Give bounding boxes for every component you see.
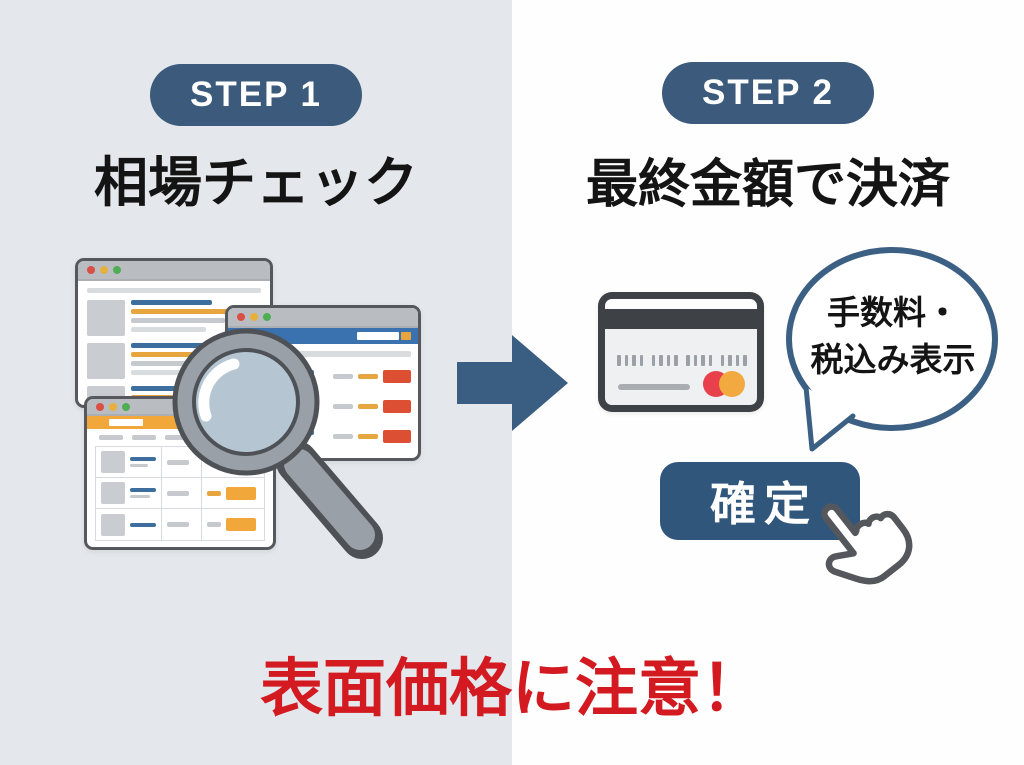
maximize-dot-icon bbox=[122, 402, 130, 411]
list-item bbox=[87, 343, 261, 379]
minimize-dot-icon bbox=[100, 266, 108, 274]
comparison-table bbox=[95, 446, 265, 541]
price-button-icon bbox=[226, 486, 256, 500]
step1-title: 相場チェック bbox=[94, 153, 418, 213]
search-box-icon bbox=[357, 332, 399, 340]
step2-title: 最終金額で決済 bbox=[585, 156, 950, 214]
table-row bbox=[96, 509, 264, 540]
hand-cursor-icon bbox=[821, 503, 913, 585]
price-button-icon bbox=[383, 399, 411, 413]
bubble-line-1: 手数料・ bbox=[827, 294, 959, 331]
step2-badge: STEP 2 bbox=[662, 62, 874, 124]
browser-window-icon bbox=[225, 305, 421, 461]
card-brand-logo-icon bbox=[703, 371, 745, 397]
arrow-right-icon bbox=[457, 335, 568, 431]
price-compare-illustration bbox=[60, 240, 460, 570]
card-number-ticks bbox=[617, 355, 747, 366]
table-row bbox=[96, 478, 264, 509]
card-top-strip bbox=[605, 299, 757, 309]
list-item bbox=[87, 300, 261, 336]
confirm-button-label: 確定 bbox=[710, 478, 818, 530]
bubble-line-2: 税込み表示 bbox=[810, 340, 976, 378]
maximize-dot-icon bbox=[113, 266, 121, 274]
maximize-dot-icon bbox=[263, 313, 271, 321]
window-titlebar bbox=[78, 261, 270, 281]
magnifier-icon bbox=[172, 328, 383, 559]
close-dot-icon bbox=[96, 402, 104, 411]
step1-badge-label: STEP 1 bbox=[190, 75, 322, 114]
card-signature-line bbox=[618, 384, 690, 390]
close-dot-icon bbox=[237, 313, 245, 321]
price-button-icon bbox=[383, 369, 411, 383]
search-box-icon bbox=[109, 419, 143, 426]
warning-text: 表面価格に注意！ bbox=[260, 654, 764, 724]
credit-card-icon bbox=[598, 292, 764, 412]
price-button-icon bbox=[383, 429, 411, 443]
window-titlebar bbox=[228, 308, 418, 328]
confirm-button[interactable]: 確定 bbox=[660, 462, 860, 540]
card-body bbox=[605, 329, 757, 405]
close-dot-icon bbox=[87, 266, 95, 274]
price-button-icon bbox=[226, 518, 256, 531]
minimize-dot-icon bbox=[109, 402, 117, 411]
card-magnetic-stripe bbox=[605, 309, 757, 329]
speech-bubble-text: 手数料・ 税込み表示 bbox=[788, 290, 998, 384]
step1-badge: STEP 1 bbox=[150, 64, 362, 126]
step2-badge-label: STEP 2 bbox=[702, 73, 834, 112]
speech-bubble-icon bbox=[786, 247, 998, 452]
minimize-dot-icon bbox=[250, 313, 258, 321]
search-button-icon bbox=[401, 332, 411, 340]
